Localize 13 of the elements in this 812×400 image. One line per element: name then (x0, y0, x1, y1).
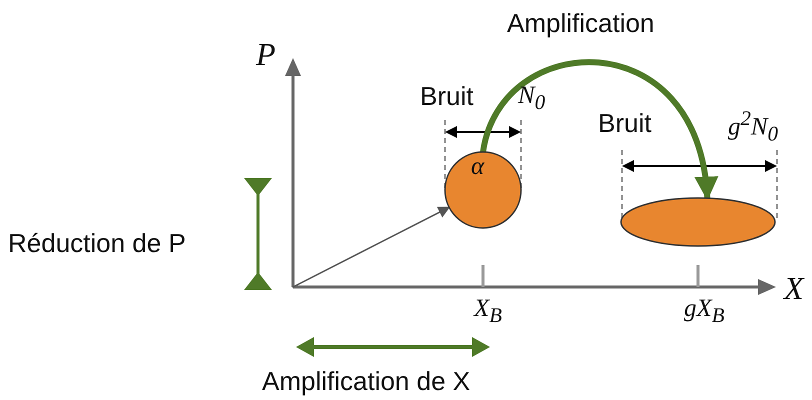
math-label: g$^{2}$N$_{0}$ (728, 108, 778, 144)
annotation-text: Amplification de X (262, 368, 470, 394)
edge-label: Amplification (507, 10, 654, 36)
symbol-label: α (471, 154, 484, 179)
tick-label: gX$_{B}$ (684, 296, 725, 326)
tick-label: X$_{B}$ (474, 296, 502, 326)
axis-label: P (256, 38, 276, 70)
annotation-text: Réduction de P (8, 230, 186, 256)
noise-label: Bruit (598, 110, 652, 136)
axis-label: X (784, 272, 804, 304)
math-label: N$_{0}$ (518, 83, 546, 113)
vector-arrow (292, 206, 450, 288)
noise-label: Bruit (420, 83, 474, 109)
